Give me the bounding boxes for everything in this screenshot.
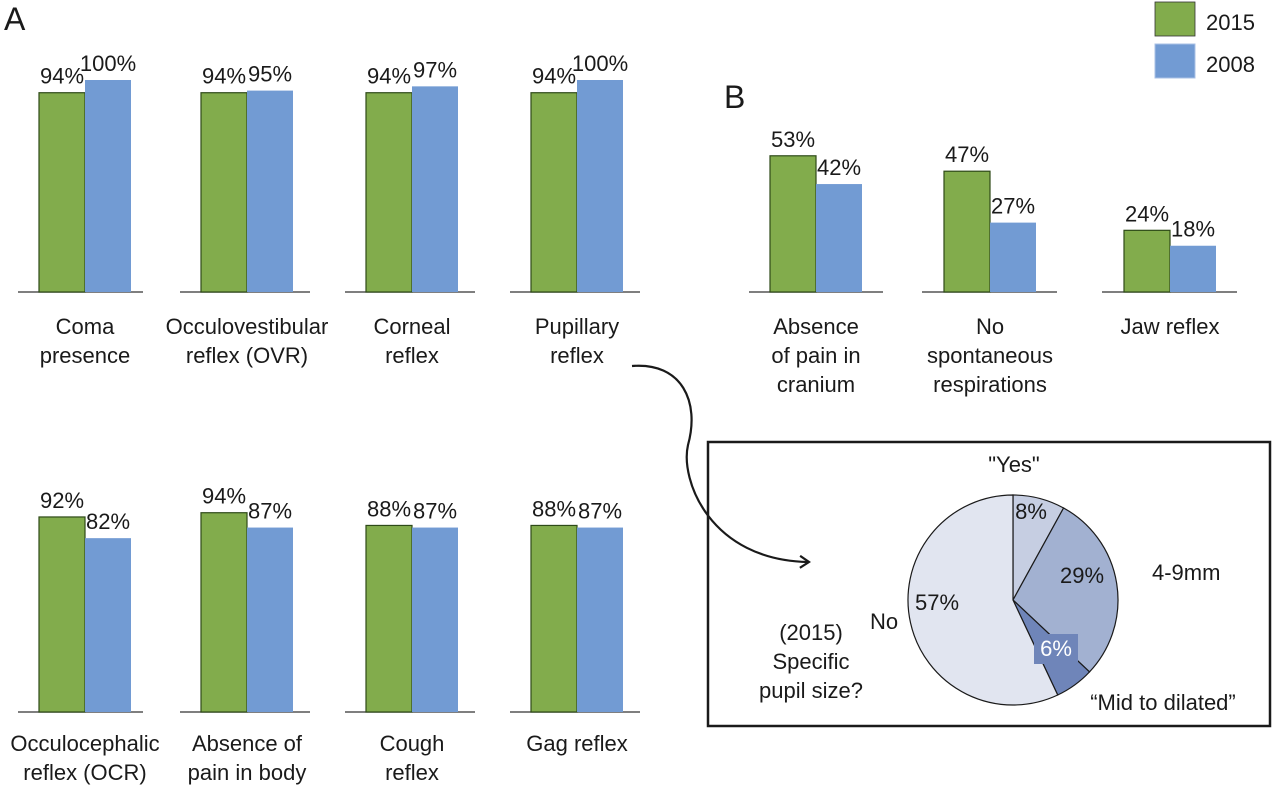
pie-category-label: "Yes" (988, 452, 1040, 477)
bar-value-label: 27% (991, 194, 1035, 219)
bar-2008 (412, 86, 458, 292)
category-label: reflex (385, 343, 439, 368)
category-label: Occulocephalic (10, 731, 159, 756)
pupil-size-inset-box (706, 440, 1272, 728)
bar-2008 (577, 527, 623, 712)
category-label: Absence of (192, 731, 303, 756)
bar-2015 (530, 92, 578, 293)
bar-value-label: 87% (248, 499, 292, 524)
legend-label-2015: 2015 (1206, 10, 1255, 35)
bar-value-label: 53% (771, 127, 815, 152)
question-text: (2015) (779, 620, 843, 645)
bar-value-label: 87% (413, 499, 457, 524)
pupil-size-question: (2015) Specific pupil size? (759, 620, 863, 703)
category-label: Jaw reflex (1120, 314, 1219, 339)
panel-label-b: B (724, 79, 745, 115)
bar-value-label: 100% (80, 51, 136, 76)
question-text: pupil size? (759, 678, 863, 703)
category-label: of pain in (771, 343, 860, 368)
bar-2015 (200, 92, 248, 293)
bar-value-label: 94% (367, 64, 411, 89)
bar-2008 (577, 80, 623, 292)
bar-2008 (85, 538, 131, 712)
bar-2008 (247, 527, 293, 712)
bar-2008 (990, 222, 1036, 292)
category-label: Pupillary (535, 314, 619, 339)
bar-value-label: 100% (572, 51, 628, 76)
bar-2008 (816, 184, 862, 292)
pie-category-label: No (870, 609, 898, 634)
category-label: No (976, 314, 1004, 339)
bar-value-label: 82% (86, 509, 130, 534)
category-label: reflex (OVR) (186, 343, 308, 368)
pie-value-label: 57% (915, 590, 959, 615)
connector-arrow (631, 364, 811, 569)
category-label: spontaneous (927, 343, 1053, 368)
category-label: cranium (777, 372, 855, 397)
bar-value-label: 24% (1125, 201, 1169, 226)
bar-2015 (38, 92, 86, 293)
bar-2015 (530, 524, 578, 713)
bar-value-label: 94% (202, 64, 246, 89)
pie-value-label: 29% (1060, 563, 1104, 588)
bar-2008 (85, 80, 131, 292)
bar-value-label: 97% (413, 57, 457, 82)
pie-slice (907, 494, 1059, 706)
bar-value-label: 42% (817, 155, 861, 180)
panel-b-bar-chart: 53%42% Absence of pain in cranium 47% 27% No sp… (749, 127, 1237, 397)
pie-value-label: 8% (1015, 499, 1047, 524)
category-label: Occulovestibular (166, 314, 329, 339)
bar-2015 (38, 516, 86, 713)
bar-value-label: 94% (40, 64, 84, 89)
bar-value-label: 88% (532, 496, 576, 521)
category-label: Cough (380, 731, 445, 756)
bar-2015 (365, 524, 413, 713)
category-label: reflex (385, 760, 439, 785)
legend-swatch-2008 (1154, 43, 1196, 79)
pie-category-label: 4-9mm (1152, 560, 1220, 585)
legend-label-2008: 2008 (1206, 52, 1255, 77)
bar-value-label: 92% (40, 488, 84, 513)
category-label: Absence (773, 314, 859, 339)
bar-value-label: 18% (1171, 217, 1215, 242)
bar-2015 (943, 170, 991, 293)
bar-2008 (412, 527, 458, 712)
category-label: presence (40, 343, 131, 368)
pupil-size-pie-chart: 8% "Yes" 29% 4-9mm 6% “Mid to dilated” 57% No (870, 452, 1236, 715)
legend-swatch-2015 (1154, 1, 1196, 37)
panel-a-row1-bar-chart: 94%100%Comapresence94%95%Occulovestibula… (18, 51, 640, 368)
category-label: Gag reflex (526, 731, 628, 756)
bar-value-label: 88% (367, 496, 411, 521)
legend: 2015 2008 (1154, 1, 1255, 79)
bar-value-label: 94% (532, 64, 576, 89)
category-label: reflex (550, 343, 604, 368)
category-label: Coma (56, 314, 115, 339)
bar-value-label: 87% (578, 499, 622, 524)
question-text: Specific (772, 649, 849, 674)
bar-2015 (769, 155, 817, 293)
category-label: respirations (933, 372, 1047, 397)
pie-label-background (1034, 634, 1078, 664)
category-label: reflex (OCR) (23, 760, 146, 785)
pie-value-label: 6% (1040, 636, 1072, 661)
pie-slice (1012, 507, 1119, 673)
bar-value-label: 95% (248, 62, 292, 87)
bar-2015 (1123, 229, 1171, 293)
bar-2015 (200, 512, 248, 713)
pie-category-label: “Mid to dilated” (1090, 690, 1236, 715)
bar-2008 (247, 90, 293, 292)
bar-value-label: 47% (945, 142, 989, 167)
bar-2008 (1170, 245, 1216, 292)
category-label: Corneal (373, 314, 450, 339)
bar-2015 (365, 92, 413, 293)
bar-value-label: 94% (202, 484, 246, 509)
panel-label-a: A (4, 1, 26, 37)
category-label: pain in body (188, 760, 307, 785)
